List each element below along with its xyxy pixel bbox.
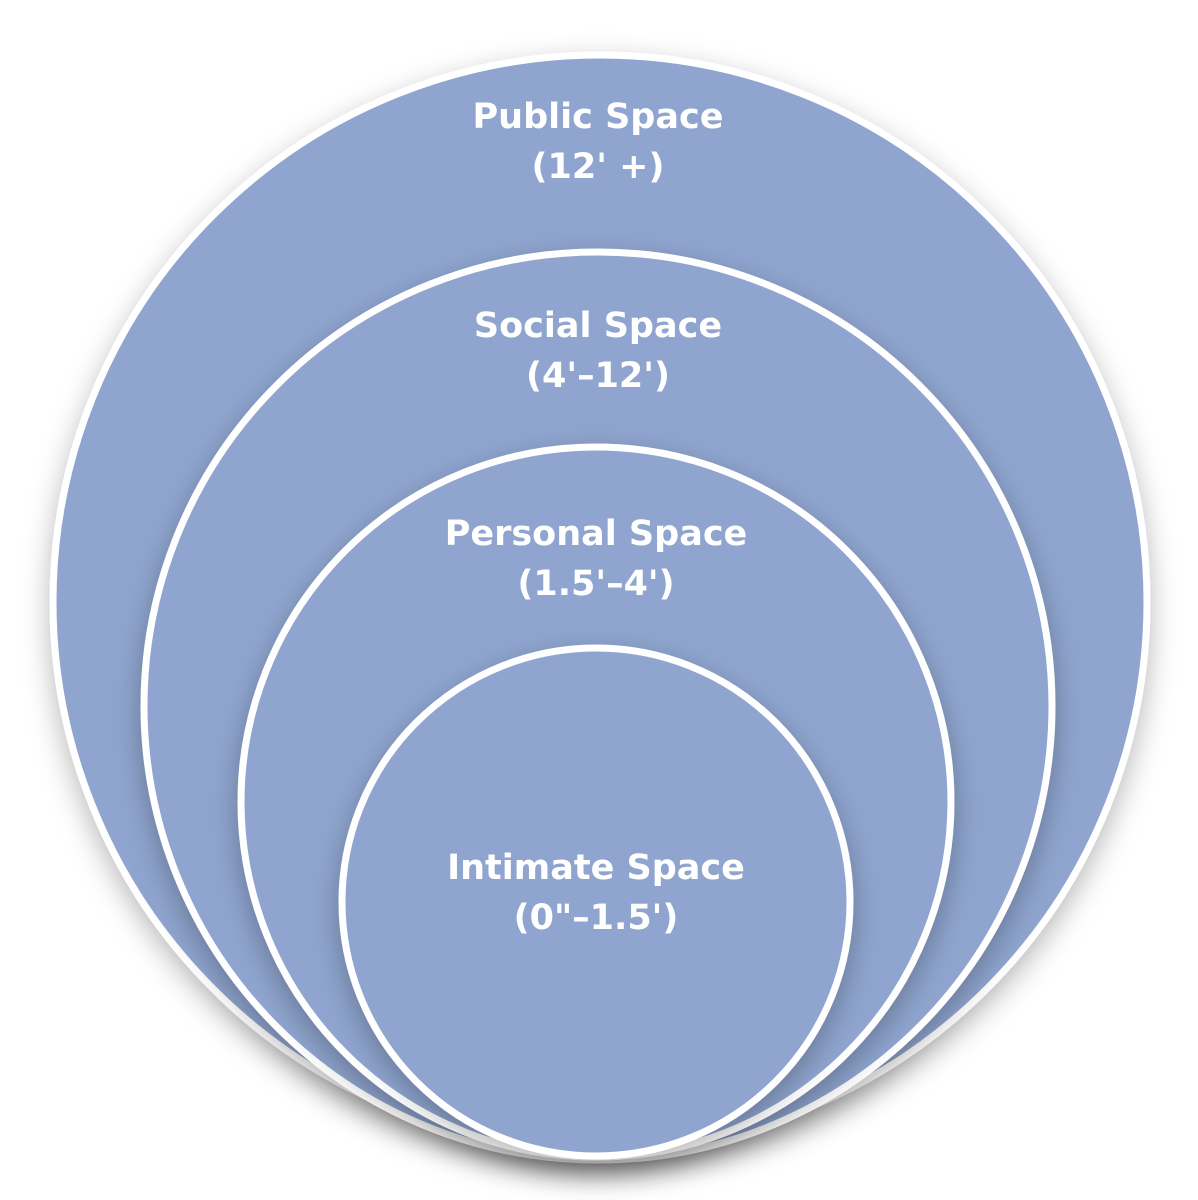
public-space-range: (12' +) <box>532 147 665 187</box>
intimate-space-title: Intimate Space <box>447 848 745 888</box>
intimate-space-range: (0"–1.5') <box>514 898 679 938</box>
personal-space-range: (1.5'–4') <box>517 564 674 604</box>
intimate-space-circle <box>338 644 854 1160</box>
social-space-range: (4'–12') <box>526 356 670 396</box>
intimate-space-zone: Intimate Space (0"–1.5') <box>338 644 854 1160</box>
public-space-title: Public Space <box>473 97 724 137</box>
personal-space-title: Personal Space <box>445 514 748 554</box>
social-space-title: Social Space <box>474 306 722 346</box>
